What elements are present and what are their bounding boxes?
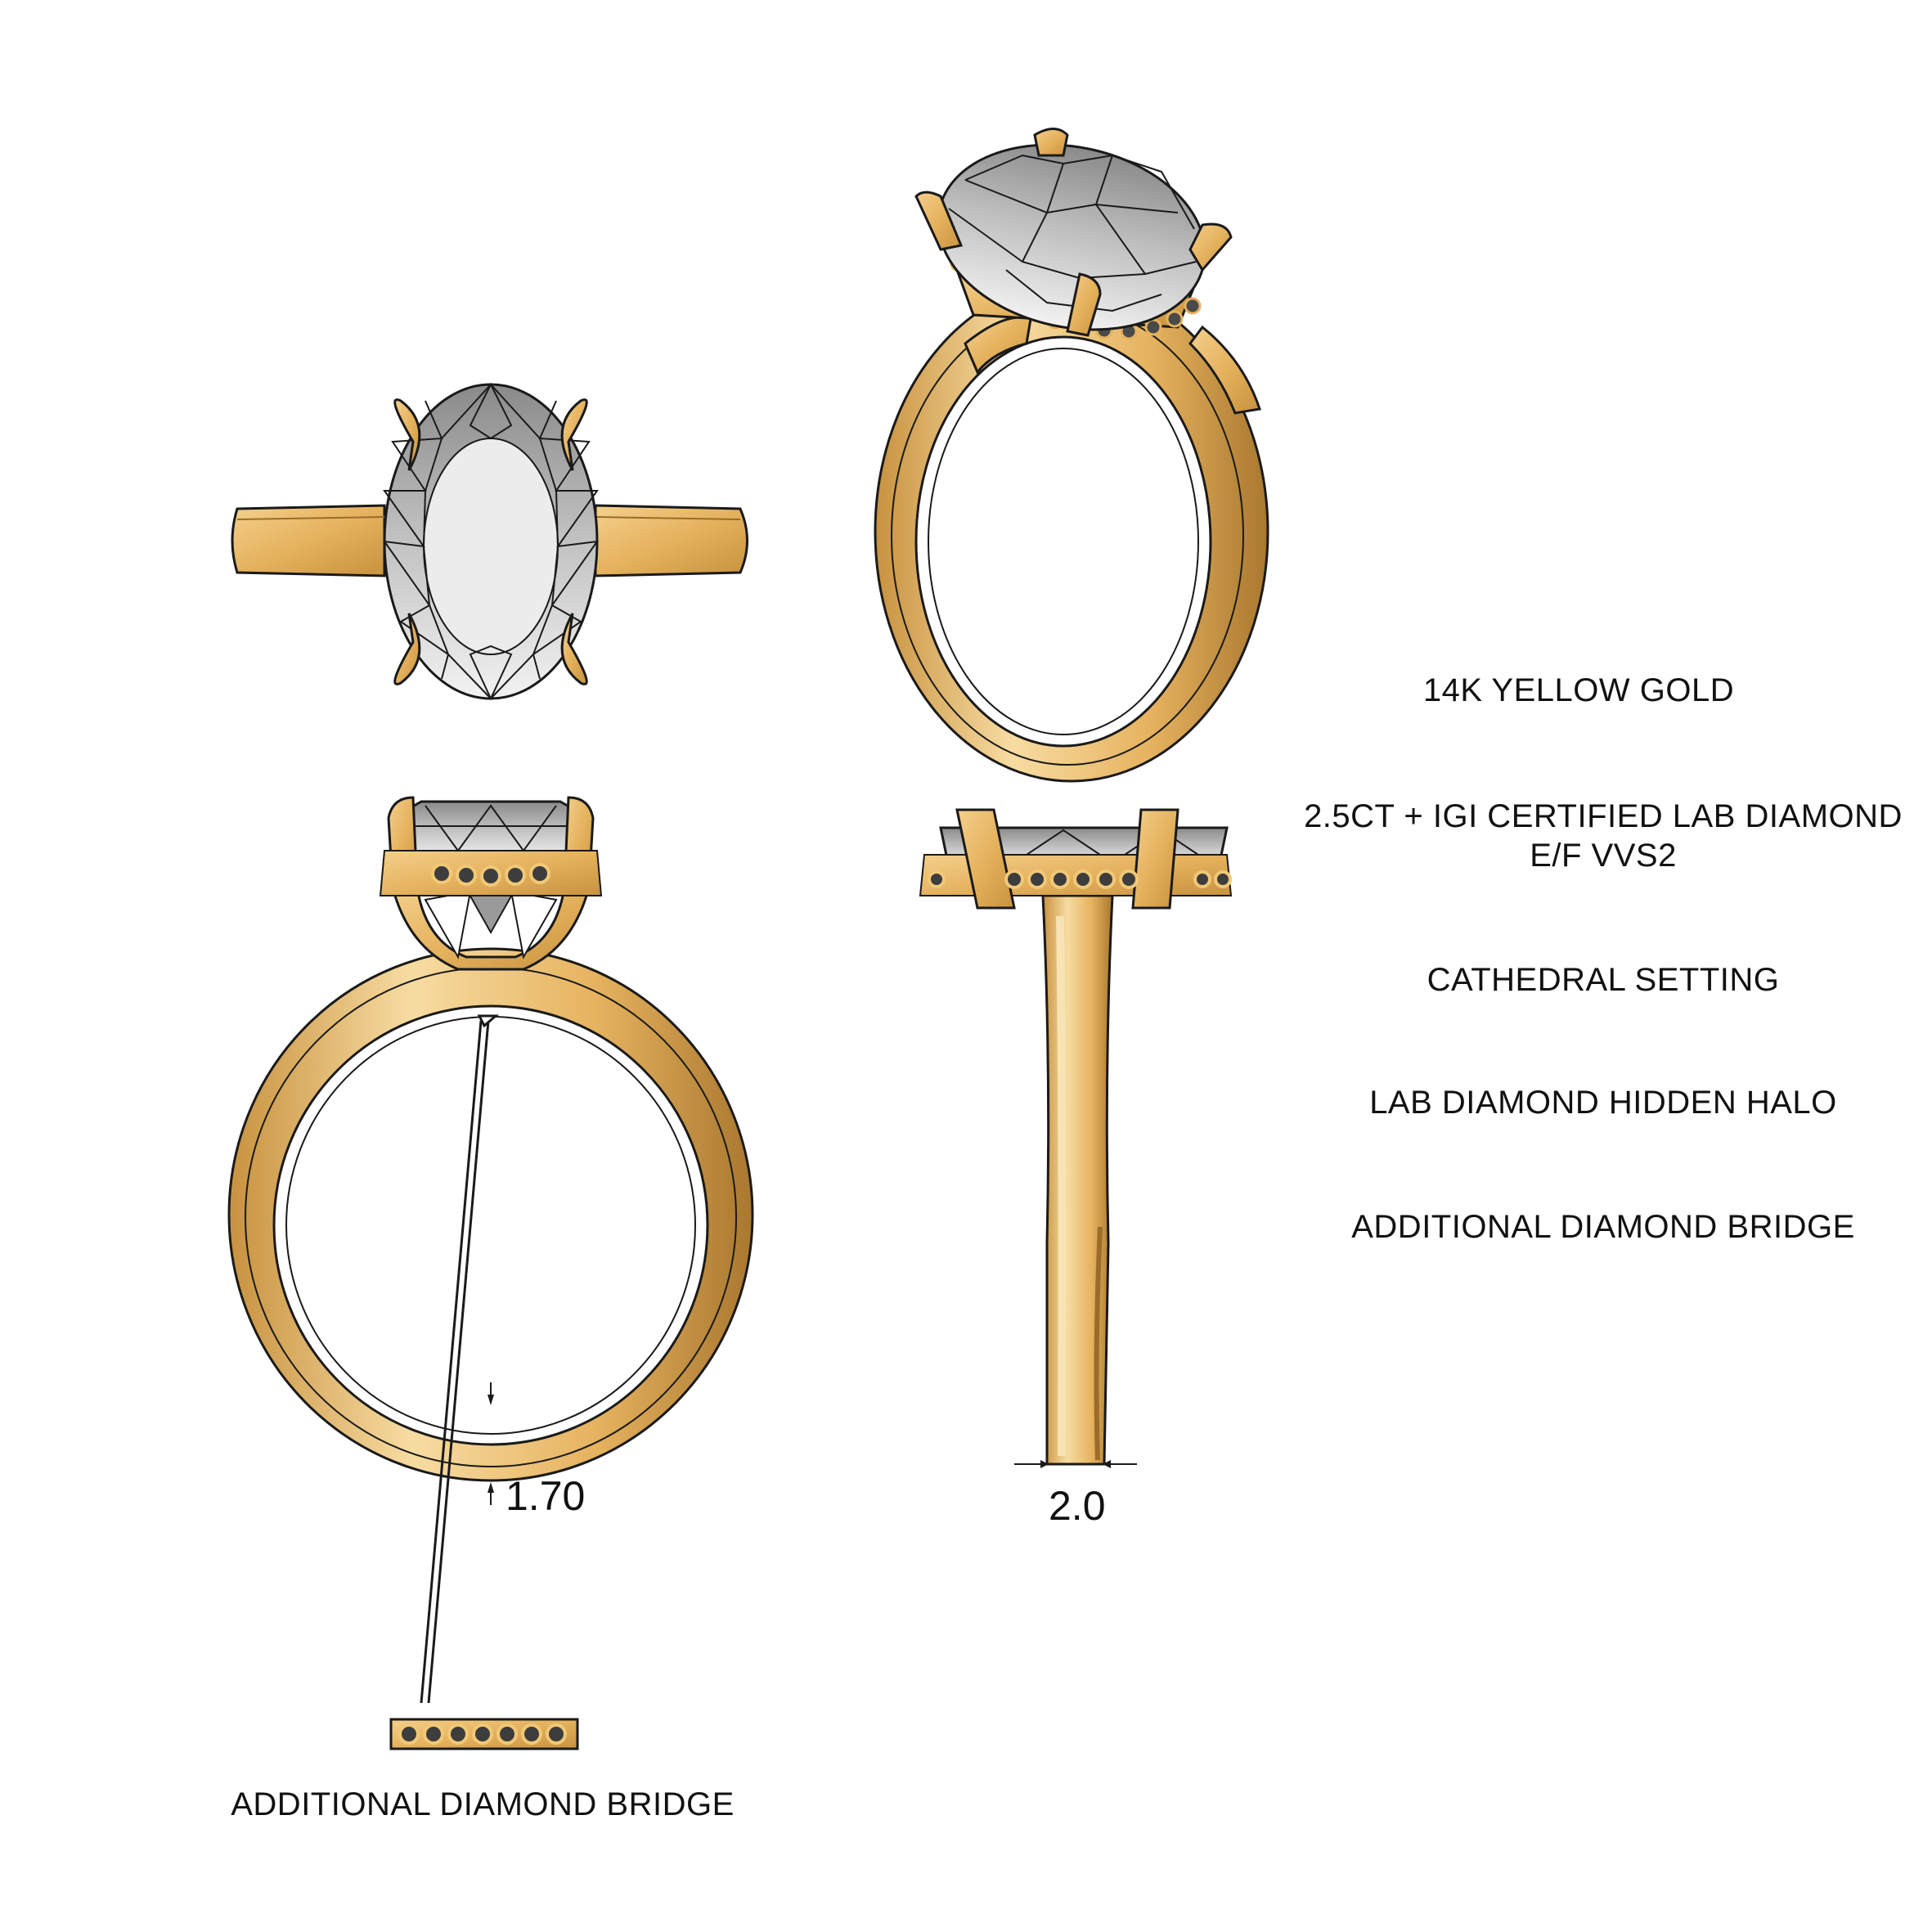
ring-top-view: [231, 382, 748, 701]
spec-stone-grade: E/F VVS2: [1530, 838, 1677, 874]
spec-halo: LAB DIAMOND HIDDEN HALO: [1369, 1085, 1837, 1121]
ring-side-view: [919, 808, 1233, 1468]
spec-bridge: ADDITIONAL DIAMOND BRIDGE: [1351, 1209, 1855, 1245]
bridge-callout-label: ADDITIONAL DIAMOND BRIDGE: [231, 1786, 735, 1822]
spec-stone: 2.5CT + IGI CERTIFIED LAB DIAMOND: [1304, 798, 1903, 834]
dimension-band-thickness: 1.70: [505, 1473, 586, 1519]
diamond-bridge-piece: [389, 1718, 579, 1750]
spec-metal: 14K YELLOW GOLD: [1422, 672, 1735, 708]
hidden-halo-stones-side: [928, 869, 1232, 889]
ring-perspective-view: [874, 128, 1269, 783]
hidden-halo-stones-front: [431, 863, 550, 887]
dimension-band-width: 2.0: [1049, 1483, 1106, 1529]
ring-front-view: [227, 796, 754, 1704]
spec-setting: CATHEDRAL SETTING: [1427, 962, 1780, 998]
